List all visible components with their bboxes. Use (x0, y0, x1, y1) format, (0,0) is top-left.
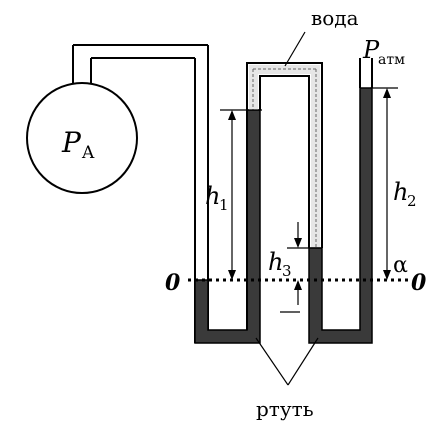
mercury-right-u (308, 58, 373, 344)
p-atm-label: P (362, 36, 380, 64)
mercury-left-u (194, 109, 261, 344)
water-inverted-u (246, 62, 323, 330)
h1-dimension (220, 109, 262, 280)
alpha-label: α (393, 253, 408, 278)
h1-subscript: 1 (219, 196, 229, 214)
h1-label: h (205, 182, 220, 210)
p-a-label: P (61, 126, 82, 159)
p-atm-subscript: атм (378, 52, 405, 68)
zero-label-left: 0 (165, 270, 181, 296)
h3-dimension (280, 222, 322, 313)
mercury-label: ртуть (256, 397, 314, 421)
zero-label-right: 0 (411, 270, 427, 296)
mercury-leader-lines (255, 337, 319, 386)
h3-label: h (268, 248, 283, 276)
h2-dimension (370, 87, 398, 280)
h3-subscript: 3 (282, 262, 292, 280)
water-label: вода (311, 6, 359, 30)
h2-subscript: 2 (407, 192, 417, 210)
vessel-pa (26, 45, 138, 194)
p-a-subscript: A (81, 143, 95, 163)
h2-label: h (393, 178, 408, 206)
water-leader-line (284, 31, 306, 67)
